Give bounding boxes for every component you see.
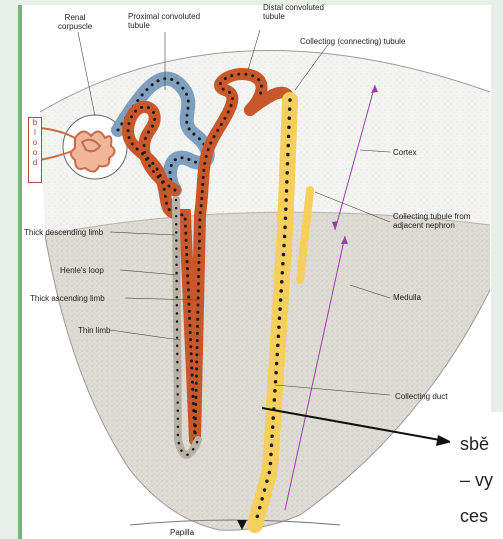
blood-letter: b — [29, 118, 41, 128]
label-renal-corpuscle: Renal corpuscle — [58, 13, 92, 31]
blood-letter: l — [29, 128, 41, 138]
label-collecting-tubule: Collecting (connecting) tubule — [300, 37, 405, 46]
label-distal-tubule: Distal convoluted tubule — [263, 3, 324, 21]
side-text-line-1: sbě — [460, 434, 489, 455]
label-henle-loop: Henle's loop — [60, 266, 104, 275]
blood-letter: o — [29, 148, 41, 158]
label-collecting-duct: Collecting duct — [395, 392, 447, 401]
panel-accent-bar — [18, 5, 22, 539]
blood-letter: o — [29, 138, 41, 148]
label-cortex: Cortex — [393, 148, 417, 157]
blood-letter: d — [29, 158, 41, 168]
label-thin-limb: Thin limb — [78, 326, 110, 335]
label-thick-descending: Thick descending limb — [24, 228, 103, 237]
label-thick-ascending: Thick ascending limb — [30, 294, 105, 303]
label-proximal-tubule: Proximal convoluted tubule — [128, 12, 200, 30]
label-papilla: Papilla — [170, 528, 194, 537]
side-text-line-3: ces — [460, 506, 488, 527]
side-text-line-2: – vy — [460, 470, 493, 491]
blood-vessel-label: b l o o d — [28, 117, 42, 183]
label-medulla: Medulla — [393, 293, 421, 302]
label-collecting-adjacent: Collecting tubule from adjacent nephron — [393, 212, 470, 230]
